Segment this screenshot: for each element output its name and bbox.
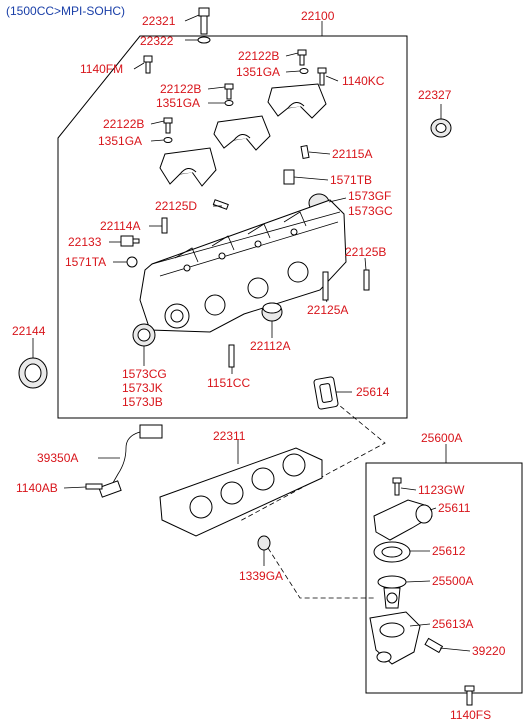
- stud-22125D: [212, 199, 229, 210]
- bolt-1140FS: [464, 685, 475, 706]
- label-39350A: 39350A: [37, 451, 78, 465]
- label-22122B-low: 22122B: [103, 117, 144, 131]
- label-1573GC: 1573GC: [348, 204, 393, 218]
- label-1573CG: 1573CG: [122, 367, 167, 381]
- engine-variant-header: (1500CC>MPI-SOHC): [6, 4, 125, 18]
- bolt-22122B-low: [163, 117, 173, 143]
- label-22115A: 22115A: [332, 147, 372, 161]
- label-1571TA: 1571TA: [65, 255, 106, 269]
- bolt-1140AB: [85, 483, 103, 490]
- label-25500A: 25500A: [432, 574, 473, 588]
- label-22100: 22100: [301, 9, 335, 23]
- sensor-22133: [120, 235, 140, 247]
- label-25614: 25614: [356, 385, 390, 399]
- label-1351GA-mid: 1351GA: [156, 96, 200, 110]
- label-22114A: 22114A: [100, 219, 140, 233]
- label-25613A: 25613A: [432, 617, 473, 631]
- water-outlet-25611: [373, 499, 433, 541]
- bolt-1140FM: [143, 55, 153, 74]
- label-22322: 22322: [140, 34, 174, 48]
- label-22327: 22327: [418, 88, 452, 102]
- oil-seal-22327: [430, 118, 452, 138]
- housing-25613A: [369, 611, 421, 665]
- label-25600A: 25600A: [421, 431, 462, 445]
- gasket-25614: [313, 376, 339, 410]
- label-1571TB: 1571TB: [330, 173, 372, 187]
- washer-22322: [197, 36, 211, 44]
- cap-22112A: [261, 302, 283, 322]
- label-22125D: 22125D: [155, 199, 197, 213]
- bearing-cap-rear: [267, 83, 327, 119]
- label-1140AB: 1140AB: [16, 481, 58, 495]
- water-outlet-frame: [365, 462, 523, 694]
- cylinder-head-body: [139, 199, 347, 333]
- label-1140FS: 1140FS: [450, 708, 491, 722]
- plug-1571TA: [126, 256, 138, 268]
- bolt-22122B-mid: [224, 83, 234, 106]
- pin-22115A: [300, 144, 310, 160]
- label-1573JK: 1573JK: [122, 381, 163, 395]
- label-1351GA-top: 1351GA: [236, 65, 280, 79]
- plug-1571TB: [283, 169, 295, 185]
- label-22122B-top: 22122B: [238, 49, 279, 63]
- label-25612: 25612: [432, 544, 466, 558]
- label-22125B: 22125B: [345, 245, 386, 259]
- label-22321: 22321: [142, 14, 176, 28]
- stud-22125B: [363, 269, 370, 291]
- label-22311: 22311: [213, 429, 246, 443]
- bearing-cap-front: [159, 147, 217, 187]
- label-1151CC: 1151CC: [207, 376, 250, 390]
- label-1339GA: 1339GA: [239, 569, 283, 583]
- thermostat-25500A: [377, 575, 407, 609]
- cap-1573CG: [132, 323, 156, 347]
- label-22144: 22144: [12, 324, 46, 338]
- label-22133: 22133: [68, 235, 102, 249]
- stud-22125A: [322, 271, 329, 301]
- seal-22144: [18, 357, 48, 389]
- pin-22114A: [161, 217, 168, 234]
- label-1573GF: 1573GF: [348, 189, 391, 203]
- label-1140FM: 1140FM: [80, 62, 123, 76]
- label-22112A: 22112A: [250, 339, 290, 353]
- cylinder-head-frame: [57, 35, 408, 419]
- gasket-connector-line: [239, 395, 386, 522]
- bolt-1140KC: [317, 67, 327, 86]
- head-gasket-22311: [159, 447, 323, 537]
- label-1140KC: 1140KC: [342, 74, 385, 88]
- label-39220: 39220: [472, 644, 506, 658]
- leader-lines: [32, 14, 471, 652]
- head-bolt-22321: [198, 7, 210, 35]
- bolt-22122B-top: [297, 49, 309, 74]
- label-25611: 25611: [438, 501, 471, 515]
- bolt-1123GW: [392, 477, 402, 496]
- label-22122B-mid: 22122B: [160, 82, 201, 96]
- label-1123GW: 1123GW: [418, 483, 465, 497]
- plug-1339GA: [257, 535, 271, 551]
- bolt-1151CC: [228, 344, 235, 368]
- sensor-39350A: [98, 424, 163, 498]
- water-outlet-connector-line: [267, 547, 376, 599]
- sensor-39220: [424, 637, 444, 654]
- label-22125A: 22125A: [307, 303, 348, 317]
- label-1351GA-low: 1351GA: [98, 134, 142, 148]
- label-1573JB: 1573JB: [122, 395, 163, 409]
- bearing-cap-middle: [213, 115, 271, 151]
- gasket-25612: [373, 541, 411, 563]
